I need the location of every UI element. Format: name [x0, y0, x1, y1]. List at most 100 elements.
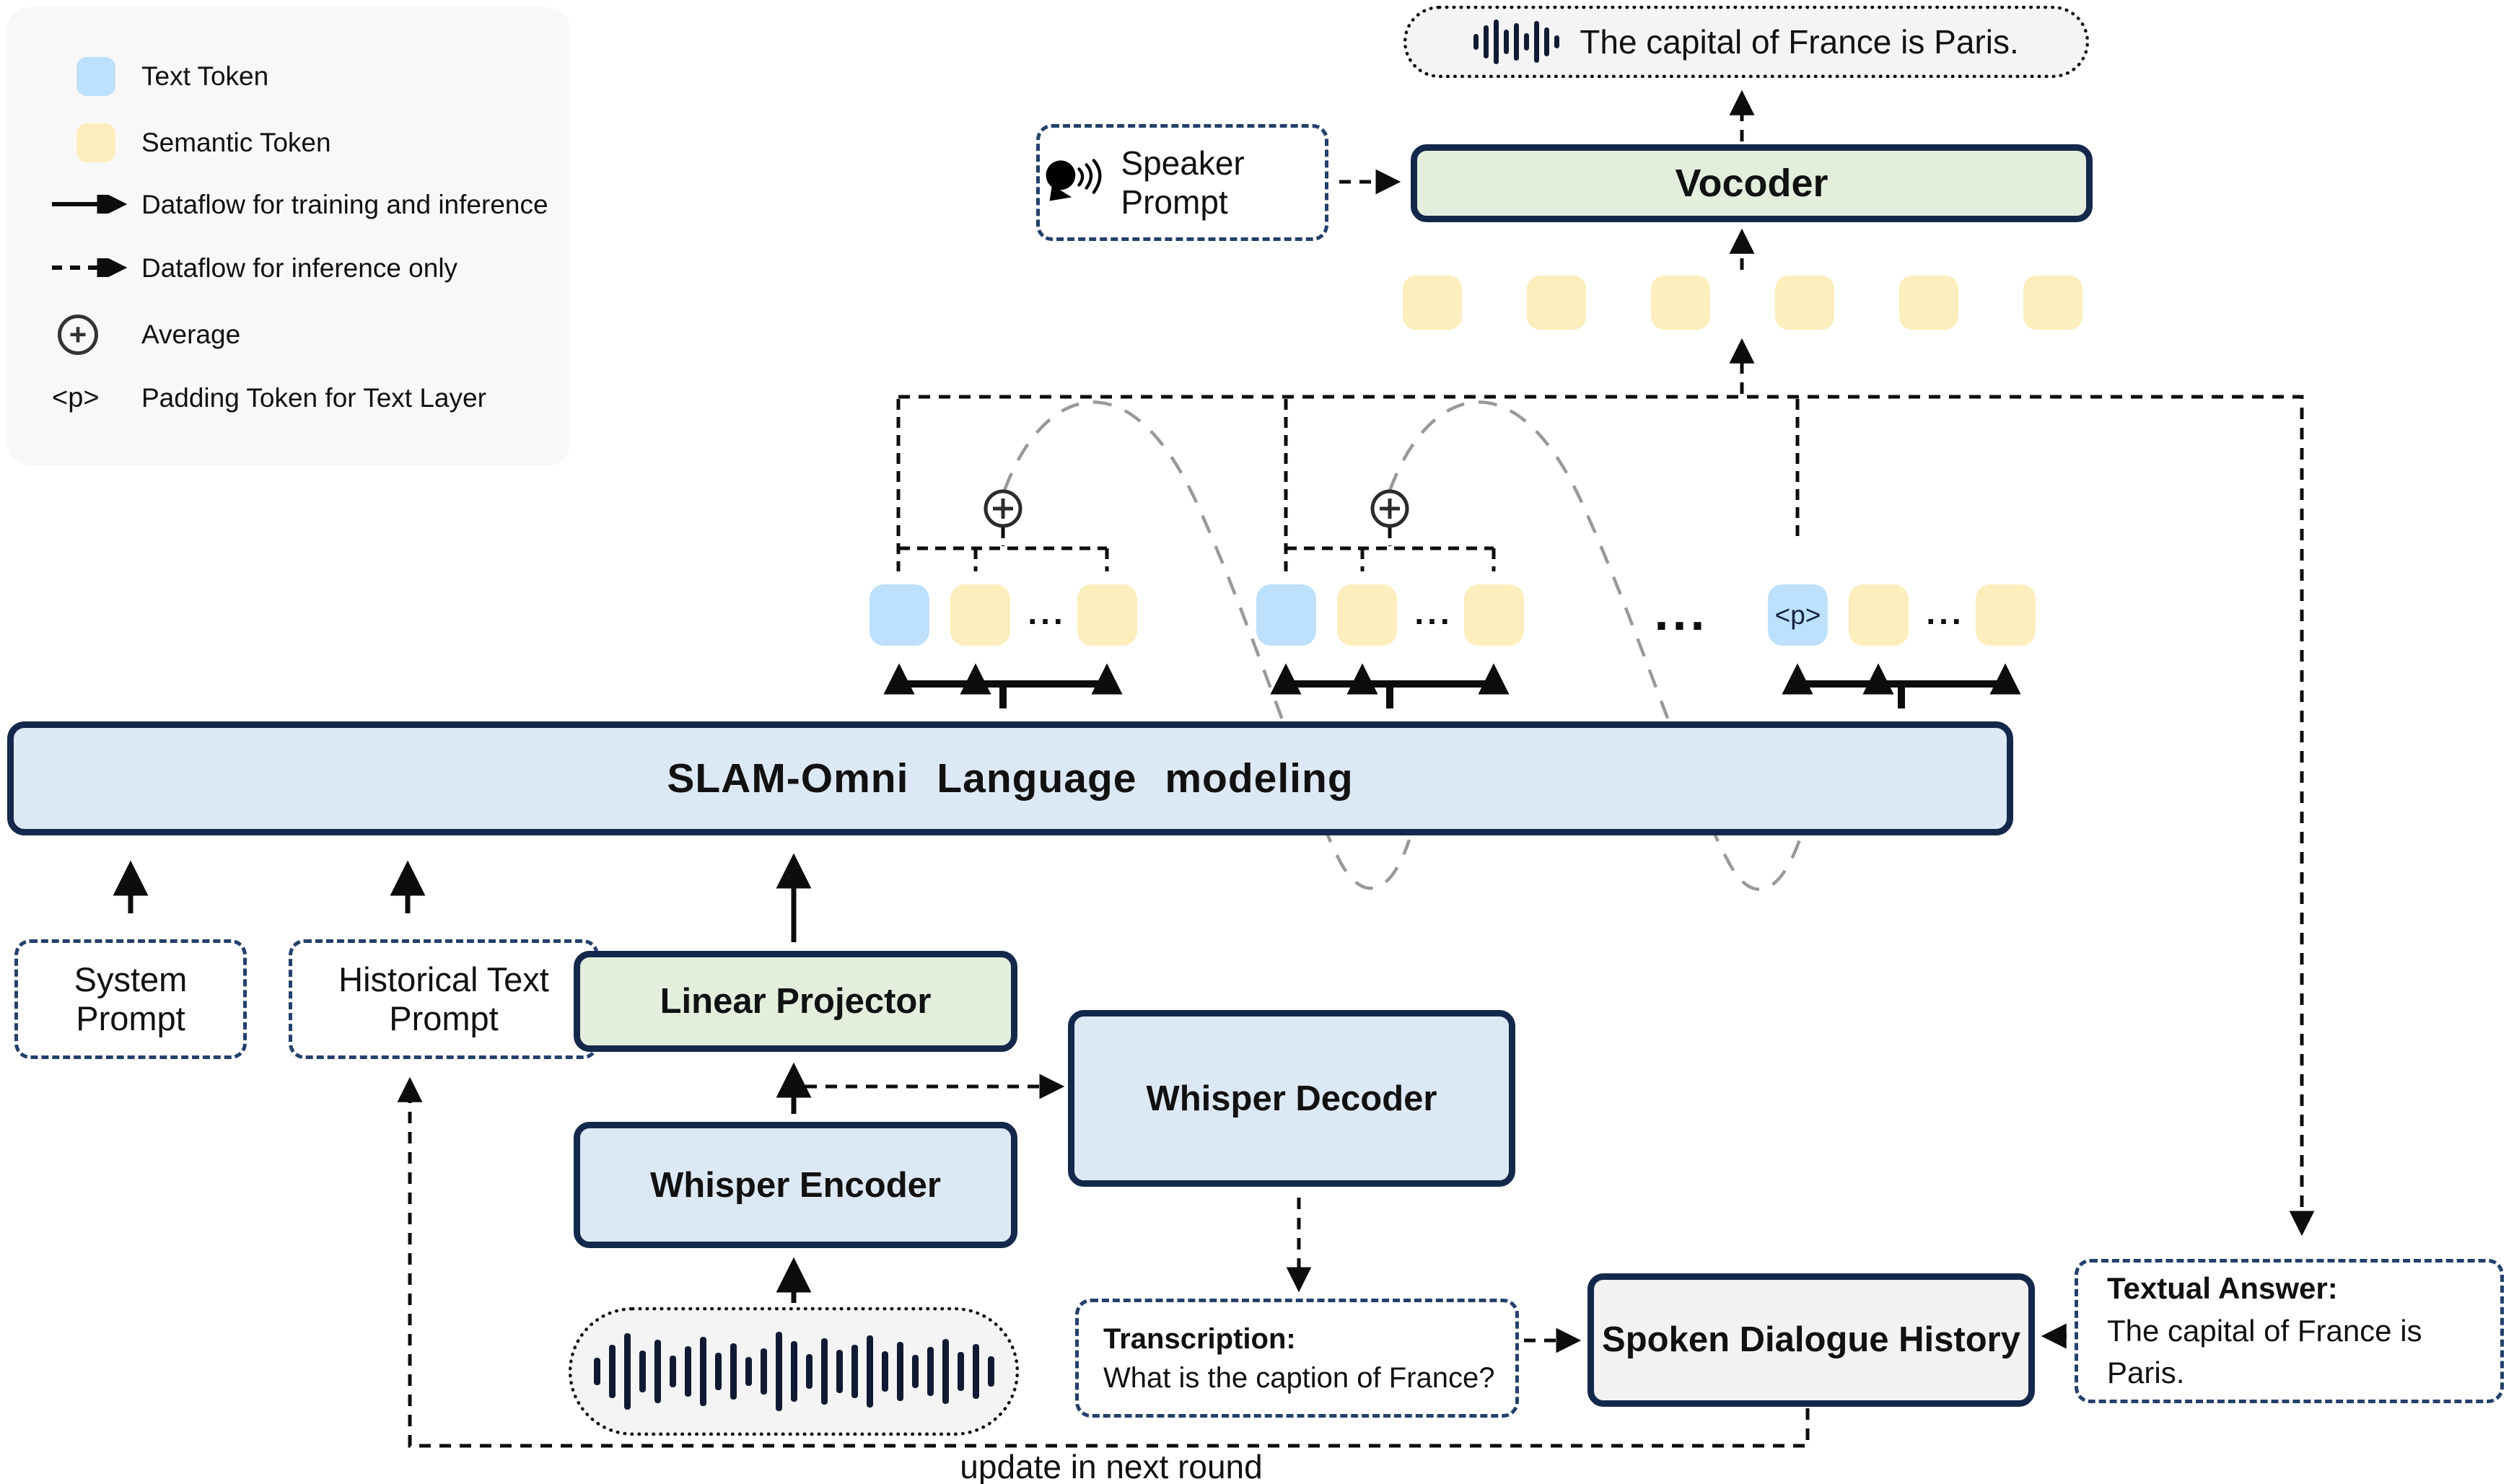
- semantic-token: [1464, 584, 1524, 646]
- text-token: [870, 584, 929, 646]
- speech-output-bubble: The capital of France is Paris.: [1403, 6, 2089, 78]
- slam-bar-label: SLAM-Omni Language modeling: [667, 755, 1354, 802]
- waveform-bar: [805, 1354, 813, 1389]
- legend-label: Padding Token for Text Layer: [141, 383, 486, 413]
- legend-row-dashed-arrow: Dataflow for inference only: [7, 247, 570, 290]
- whisper-encoder-label: Whisper Encoder: [650, 1165, 941, 1205]
- transcription-title: Transcription:: [1103, 1322, 1296, 1355]
- legend-label: Dataflow for inference only: [141, 253, 458, 283]
- transcription-box: Transcription: What is the caption of Fr…: [1075, 1299, 1519, 1418]
- waveform-bar: [745, 1357, 752, 1386]
- waveform-bar: [1524, 33, 1530, 51]
- legend-label: Dataflow for training and inference: [141, 190, 548, 219]
- legend-panel: Text Token Semantic Token Dataflow for t…: [7, 7, 570, 465]
- waveform-bar: [866, 1335, 873, 1408]
- semantic-token: [1077, 584, 1137, 646]
- speaker-prompt-box: Speaker Prompt: [1036, 124, 1328, 241]
- waveform-bar: [1484, 25, 1489, 58]
- waveform-bar: [669, 1356, 676, 1387]
- vocoder-label: Vocoder: [1675, 162, 1828, 205]
- waveform-bar: [654, 1340, 661, 1403]
- speaker-prompt-label: Speaker Prompt: [1121, 144, 1245, 221]
- waveform-bar: [593, 1358, 600, 1385]
- waveform-bar: [714, 1353, 722, 1390]
- waveform-bar: [684, 1346, 691, 1397]
- legend-row-solid-arrow: Dataflow for training and inference: [7, 183, 570, 227]
- linear-projector-label: Linear Projector: [660, 982, 932, 1021]
- waveform-bar: [730, 1343, 737, 1400]
- ellipsis: ...: [1028, 594, 1067, 631]
- waveform-bar: [1504, 30, 1510, 54]
- waveform-icon: [1473, 19, 1560, 64]
- semantic-token-swatch: [76, 123, 115, 162]
- legend-label: Semantic Token: [141, 128, 331, 157]
- whisper-decoder-label: Whisper Decoder: [1146, 1079, 1437, 1118]
- update-note: update in next round: [960, 1448, 1263, 1484]
- vocoder-block: Vocoder: [1411, 144, 2093, 222]
- waveform-bar: [896, 1342, 903, 1401]
- legend-row-average: + Average: [7, 313, 570, 356]
- waveform-bar: [790, 1341, 797, 1402]
- spoken-dialogue-history-label: Spoken Dialogue History: [1602, 1320, 2020, 1360]
- waveform-bar: [775, 1332, 782, 1411]
- legend-row-padding-token: <p> Padding Token for Text Layer: [7, 377, 570, 420]
- input-speech-waveform: [569, 1307, 1019, 1436]
- waveform-bar: [957, 1352, 964, 1391]
- waveform-bar: [972, 1344, 979, 1399]
- solid-arrow-icon: [52, 195, 128, 214]
- slam-omni-language-model-bar: SLAM-Omni Language modeling: [7, 721, 2013, 835]
- semantic-token: [1337, 584, 1397, 646]
- waveform-bar: [1534, 21, 1540, 63]
- waveform-bar: [1544, 27, 1550, 56]
- semantic-token: [1899, 276, 1958, 330]
- ellipsis: ...: [1414, 594, 1453, 631]
- ellipsis: ...: [1654, 584, 1709, 641]
- legend-label: Text Token: [141, 61, 269, 91]
- spoken-dialogue-history-block: Spoken Dialogue History: [1587, 1273, 2035, 1407]
- waveform-bar: [699, 1337, 706, 1406]
- waveform-bar: [820, 1338, 828, 1405]
- semantic-token: [1403, 276, 1462, 330]
- textual-answer-title: Textual Answer:: [2107, 1270, 2338, 1305]
- semantic-token: [1849, 584, 1909, 646]
- semantic-token: [1775, 276, 1834, 330]
- waveform-bar: [1494, 19, 1499, 64]
- whisper-encoder-block: Whisper Encoder: [574, 1122, 1017, 1248]
- legend-row-text-token: Text Token: [7, 55, 570, 98]
- system-prompt-box: System Prompt: [14, 939, 247, 1059]
- waveform-bar: [851, 1345, 858, 1398]
- legend-row-semantic-token: Semantic Token: [7, 121, 570, 164]
- semantic-token: [950, 584, 1010, 646]
- waveform-bar: [987, 1356, 994, 1387]
- waveform-bar: [927, 1347, 934, 1396]
- textual-answer-box: Textual Answer: The capital of France is…: [2075, 1259, 2504, 1403]
- waveform-icon: [593, 1332, 994, 1411]
- historical-text-prompt-box: Historical Text Prompt: [289, 939, 599, 1059]
- semantic-token: [2023, 276, 2082, 330]
- waveform-bar: [911, 1355, 919, 1388]
- padding-token-symbol: <p>: [52, 382, 100, 413]
- textual-answer-text: The capital of France is Paris.: [2107, 1313, 2422, 1390]
- waveform-bar: [623, 1333, 631, 1410]
- waveform-bar: [639, 1351, 646, 1392]
- system-prompt-label: System Prompt: [74, 960, 188, 1037]
- linear-projector-block: Linear Projector: [574, 951, 1017, 1052]
- waveform-bar: [836, 1350, 843, 1393]
- speaking-head-icon: [1046, 159, 1102, 201]
- historical-text-prompt-label: Historical Text Prompt: [338, 960, 549, 1037]
- waveform-bar: [1514, 23, 1520, 61]
- dashed-arrow-icon: [52, 258, 128, 277]
- semantic-token: [1527, 276, 1586, 330]
- legend-label: Average: [141, 320, 241, 349]
- speech-output-text: The capital of France is Paris.: [1580, 23, 2019, 61]
- waveform-bar: [942, 1339, 949, 1404]
- whisper-decoder-block: Whisper Decoder: [1068, 1010, 1515, 1187]
- transcription-text: What is the caption of France?: [1103, 1361, 1495, 1394]
- text-token: [1256, 584, 1316, 646]
- waveform-bar: [881, 1351, 888, 1392]
- waveform-bar: [760, 1348, 767, 1395]
- ellipsis: ...: [1926, 594, 1965, 631]
- semantic-token: [1651, 276, 1710, 330]
- waveform-bar: [608, 1345, 616, 1398]
